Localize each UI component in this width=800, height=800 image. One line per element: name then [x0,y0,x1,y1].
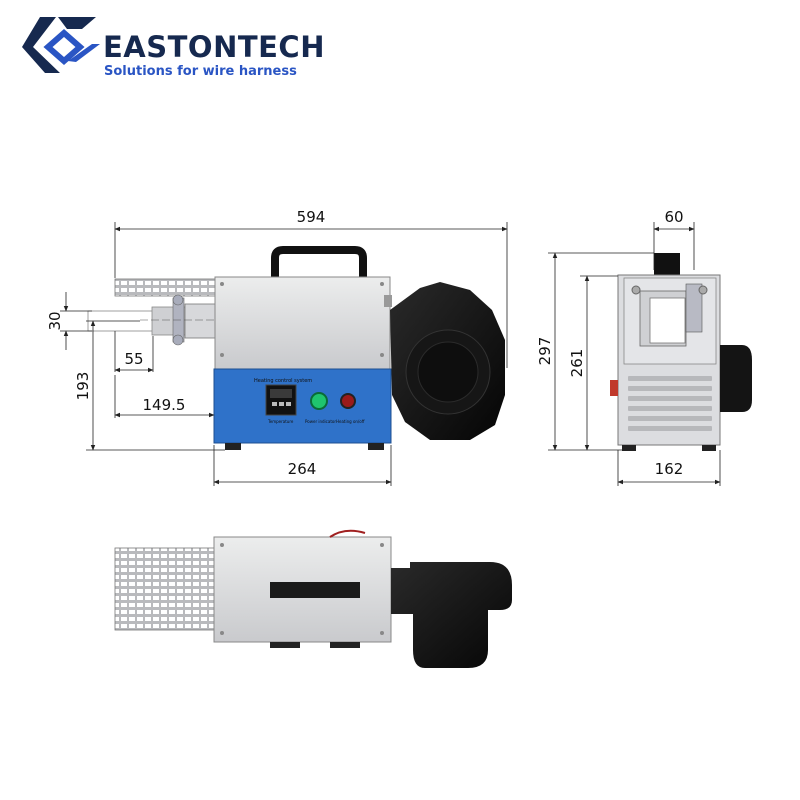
power-indicator-icon [310,392,328,410]
side-view [610,253,752,451]
handle [271,246,367,277]
dim-overall-length: 594 [297,208,326,226]
dim-axis-height: 193 [74,372,92,401]
brand-tagline: Solutions for wire harness [104,64,297,79]
dim-axis-offset: 149.5 [143,396,186,414]
brand-name: EASTONTECH [103,30,325,64]
dimension-labels: 594 30 55 193 149.5 264 60 297 261 162 [46,208,684,478]
dimension-lines [60,222,721,486]
dim-overall-height: 297 [536,337,554,366]
side-switch-icon [610,380,618,396]
side-vent [628,376,712,431]
top-handle [270,582,360,598]
front-view: Heating control system Temperature Power… [87,246,505,450]
top-grill [114,547,216,631]
brand-mark-icon [22,17,100,73]
side-fan [720,345,752,412]
dim-base-length: 264 [288,460,317,478]
heating-switch-label: Heating on/off [336,419,365,424]
top-blower [391,562,512,668]
rear-grill [114,278,216,297]
power-indicator-label: Power indicator [305,419,336,424]
controller-label: Temperature [267,419,294,424]
foot [368,443,384,450]
foot [225,443,241,450]
control-panel [213,368,392,444]
dim-nozzle-length: 55 [124,350,143,368]
dim-nozzle-height: 30 [46,311,64,330]
dim-base-width: 162 [655,460,684,478]
dim-top-width: 60 [664,208,683,226]
brand-logo: EASTONTECH Solutions for wire harness [22,17,325,79]
panel-title: Heating control system [254,378,312,384]
housing [214,276,391,370]
heating-switch-icon [340,393,356,409]
top-view [114,529,512,668]
handle-side [654,253,680,277]
dim-body-height: 261 [568,349,586,378]
